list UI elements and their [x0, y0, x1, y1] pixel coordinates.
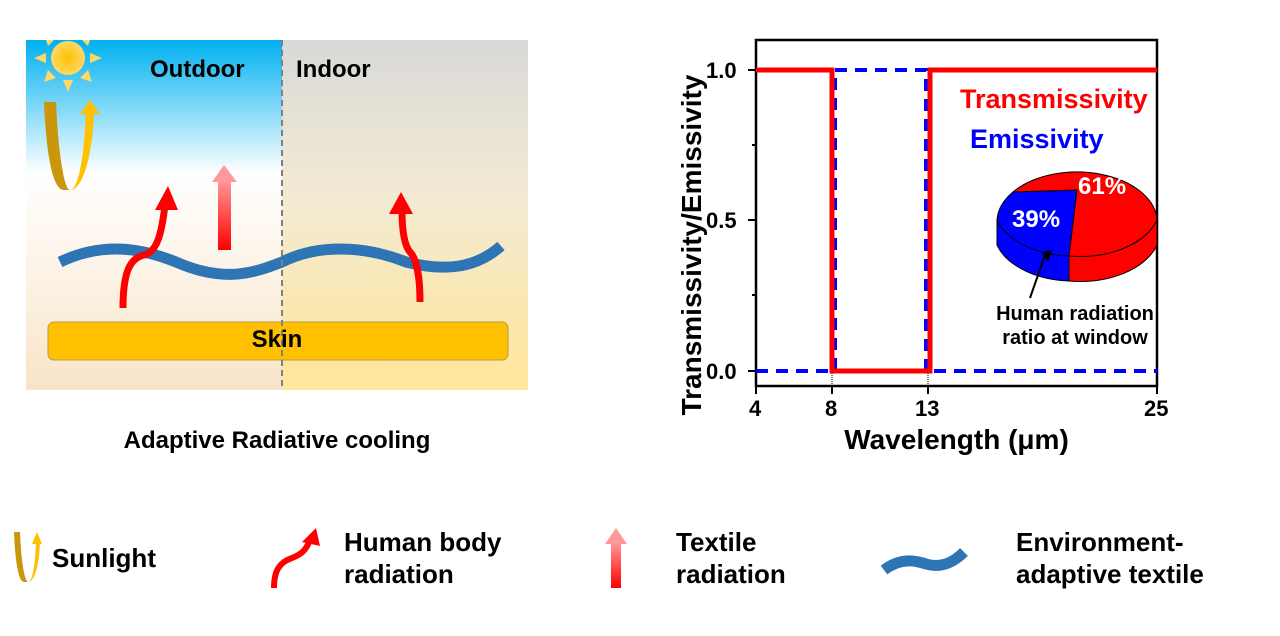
- legend-textile-radiation: Textile radiation: [676, 526, 786, 590]
- legend-textile-line2: radiation: [676, 559, 786, 589]
- legend-emissivity: Emissivity: [970, 124, 1104, 154]
- pie-note-line1: Human radiation: [996, 303, 1154, 325]
- legend-env-line2: adaptive textile: [1016, 559, 1204, 589]
- legend-body-radiation: Human body radiation: [344, 526, 501, 590]
- pie-label-61: 61%: [1078, 173, 1127, 200]
- ytick-1.0: 1.0: [706, 58, 737, 83]
- x-axis-label: Wavelength (μm): [844, 424, 1069, 455]
- plot-frame: [754, 38, 1159, 388]
- scene-caption: Adaptive Radiative cooling: [123, 427, 431, 454]
- icon-legend: Sunlight Human body radiation Textile ra…: [0, 520, 1280, 600]
- outdoor-label: Outdoor: [150, 56, 245, 83]
- sunlight-reflection-icon: [44, 100, 100, 190]
- body-radiation-icon: [271, 528, 320, 589]
- body-radiation-arrow-indoor: [389, 192, 424, 303]
- pie-chart: [996, 171, 1158, 299]
- legend-env-line1: Environment-: [1016, 527, 1184, 557]
- sunlight-icon: [14, 532, 42, 582]
- xtick-13: 13: [915, 396, 940, 421]
- ytick-0.5: 0.5: [706, 208, 737, 233]
- adaptive-textile-icon: [880, 547, 968, 575]
- legend-body-line1: Human body: [344, 527, 502, 557]
- transmissivity-line: [756, 67, 1157, 374]
- xtick-8: 8: [825, 396, 838, 421]
- emissivity-line: [756, 68, 1157, 373]
- skin-label: Skin: [251, 326, 303, 353]
- scene-illustration: [26, 24, 528, 390]
- legend-textile-line1: Textile: [676, 527, 757, 557]
- xtick-25: 25: [1144, 396, 1169, 421]
- legend-body-line2: radiation: [344, 559, 454, 589]
- xtick-4: 4: [749, 396, 762, 421]
- pie-label-39: 39%: [1012, 206, 1061, 233]
- adaptive-cooling-scene: Outdoor Indoor Skin: [26, 24, 528, 390]
- pie-note-line2: ratio at window: [1002, 327, 1148, 349]
- indoor-label: Indoor: [296, 56, 371, 83]
- legend-transmissivity: Transmissivity: [960, 84, 1148, 114]
- textile-radiation-arrow: [212, 165, 237, 250]
- textile-radiation-icon: [605, 528, 627, 588]
- y-axis-label: Transmissivity/Emissivity: [676, 74, 707, 416]
- chart-plot: [748, 38, 1159, 394]
- body-radiation-arrow-outdoor: [119, 186, 178, 309]
- legend-adaptive-textile: Environment- adaptive textile: [1016, 526, 1204, 590]
- spectrum-chart: Transmissivity/Emissivity 1.0 0.5 0.0 4 …: [660, 20, 1220, 470]
- legend-sunlight: Sunlight: [52, 543, 156, 573]
- pie-note: Human radiation ratio at window: [960, 302, 1190, 350]
- ytick-0.0: 0.0: [706, 359, 737, 384]
- skin-bar: [47, 321, 509, 361]
